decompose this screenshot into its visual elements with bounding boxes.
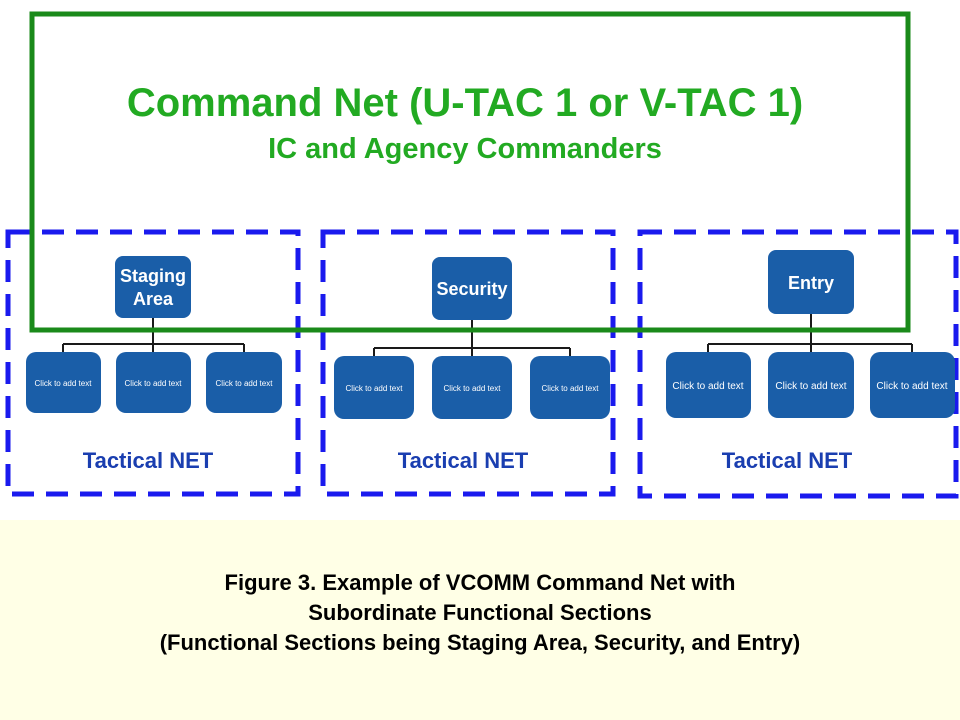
caption-line-2: Subordinate Functional Sections (308, 600, 652, 625)
net-label: Tactical NET (83, 448, 214, 473)
diagram: Staging Area Click to add text Click to … (5, 11, 959, 499)
child-node-label: Click to add text (35, 379, 93, 388)
child-node[interactable] (26, 352, 101, 413)
section-header-node (115, 256, 191, 318)
child-node-label: Click to add text (542, 384, 600, 393)
child-node[interactable] (206, 352, 282, 413)
child-node-label: Click to add text (346, 384, 404, 393)
org-chart-diagram: Staging Area Click to add text Click to … (5, 11, 959, 499)
caption-line-3: (Functional Sections being Staging Area,… (159, 630, 801, 655)
caption-area: Figure 3. Example of VCOMM Command Net w… (0, 520, 960, 720)
command-net-subtitle: IC and Agency Commanders (268, 133, 662, 165)
section-dashed-border (5, 229, 301, 497)
command-net-title: Command Net (U-TAC 1 or V-TAC 1) (127, 81, 803, 125)
section-dashed-border (320, 229, 616, 497)
command-net-border (29, 11, 911, 333)
caption-line-1: Figure 3. Example of VCOMM Command Net w… (224, 570, 736, 595)
child-node[interactable] (530, 356, 610, 419)
child-node-label: Click to add text (775, 381, 846, 392)
section-staging-area: Staging Area Click to add text Click to … (5, 229, 301, 497)
child-node[interactable] (334, 356, 414, 419)
section-dashed-border (637, 229, 959, 499)
child-node-label: Click to add text (216, 379, 274, 388)
section-header-label: Entry (788, 273, 834, 293)
net-label: Tactical NET (398, 448, 529, 473)
net-label: Tactical NET (722, 448, 853, 473)
section-security: Security Click to add text Click to add … (320, 229, 616, 497)
child-node[interactable] (768, 352, 854, 418)
figure-caption: Figure 3. Example of VCOMM Command Net w… (0, 568, 960, 658)
child-node-label: Click to add text (876, 381, 947, 392)
child-node[interactable] (432, 356, 512, 419)
section-header-label: Security (436, 279, 507, 299)
child-node[interactable] (116, 352, 191, 413)
section-entry: Entry Click to add text Click to add tex… (637, 229, 959, 499)
section-header-node[interactable] (768, 250, 854, 314)
child-node-label: Click to add text (444, 384, 502, 393)
section-header-label-line1: Staging (120, 266, 186, 286)
child-node[interactable] (666, 352, 751, 418)
child-node-label: Click to add text (672, 381, 743, 392)
section-header-node[interactable] (432, 257, 512, 320)
command-net-box: Command Net (U-TAC 1 or V-TAC 1) IC and … (29, 11, 911, 333)
child-node-label: Click to add text (125, 379, 183, 388)
child-node[interactable] (870, 352, 955, 418)
section-header-label-line2: Area (133, 289, 174, 309)
